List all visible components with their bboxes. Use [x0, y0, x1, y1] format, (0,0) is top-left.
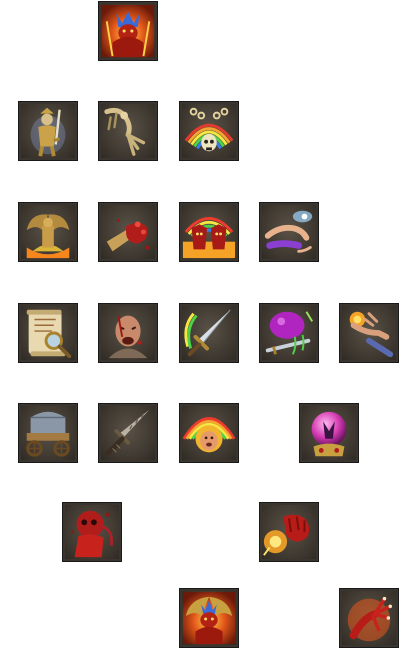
crystal-orb-icon: [311, 411, 347, 457]
skeletal-claw-icon: [104, 107, 146, 156]
poison-fist-dagger-icon: [265, 311, 314, 355]
fiery-fist-icon: [263, 514, 310, 556]
skill-rainbow-face[interactable]: [179, 403, 239, 463]
skill-blood-claw[interactable]: [339, 588, 399, 648]
skill-skull-chain-rainbow[interactable]: [179, 101, 239, 161]
skill-serrated-dagger[interactable]: [98, 403, 158, 463]
winged-gargoyle-fire-icon: [26, 214, 70, 259]
skill-skeletal-claw[interactable]: [98, 101, 158, 161]
armored-warrior-icon: [30, 107, 66, 157]
skill-twin-demons-rainbow[interactable]: [179, 202, 239, 262]
skill-scarred-brute[interactable]: [98, 303, 158, 363]
demon-lord-fire-icon: [182, 591, 236, 645]
burning-hand-icon: [349, 311, 394, 358]
rainbow-face-icon: [182, 417, 236, 453]
skill-scroll-magnifier[interactable]: [18, 303, 78, 363]
skill-magic-hand-spark[interactable]: [259, 202, 319, 262]
skill-burning-hand[interactable]: [339, 303, 399, 363]
blood-claw-icon: [347, 596, 393, 642]
skill-covered-wagon[interactable]: [18, 403, 78, 463]
skill-flame-demon-lord[interactable]: [98, 1, 158, 61]
serrated-dagger-icon: [104, 409, 150, 457]
magic-hand-spark-icon: [264, 210, 313, 253]
skill-demon-lord-fire[interactable]: [179, 588, 239, 648]
scarred-brute-icon: [108, 315, 148, 359]
rainbow-broadsword-icon: [184, 309, 231, 357]
twin-demons-rainbow-icon: [182, 217, 236, 259]
skill-blood-skull[interactable]: [62, 502, 122, 562]
skill-winged-gargoyle-fire[interactable]: [18, 202, 78, 262]
skill-fiery-fist[interactable]: [259, 502, 319, 562]
skill-bloody-gauntlet[interactable]: [98, 202, 158, 262]
skill-armored-warrior[interactable]: [18, 101, 78, 161]
skill-rainbow-broadsword[interactable]: [179, 303, 239, 363]
covered-wagon-icon: [26, 411, 70, 457]
skull-chain-rainbow-icon: [184, 107, 234, 152]
bloody-gauntlet-icon: [106, 218, 150, 252]
blood-skull-icon: [71, 510, 114, 558]
flame-demon-lord-icon: [101, 4, 155, 58]
skill-poison-fist-dagger[interactable]: [259, 303, 319, 363]
skill-crystal-orb[interactable]: [299, 403, 359, 463]
scroll-magnifier-icon: [26, 309, 72, 359]
